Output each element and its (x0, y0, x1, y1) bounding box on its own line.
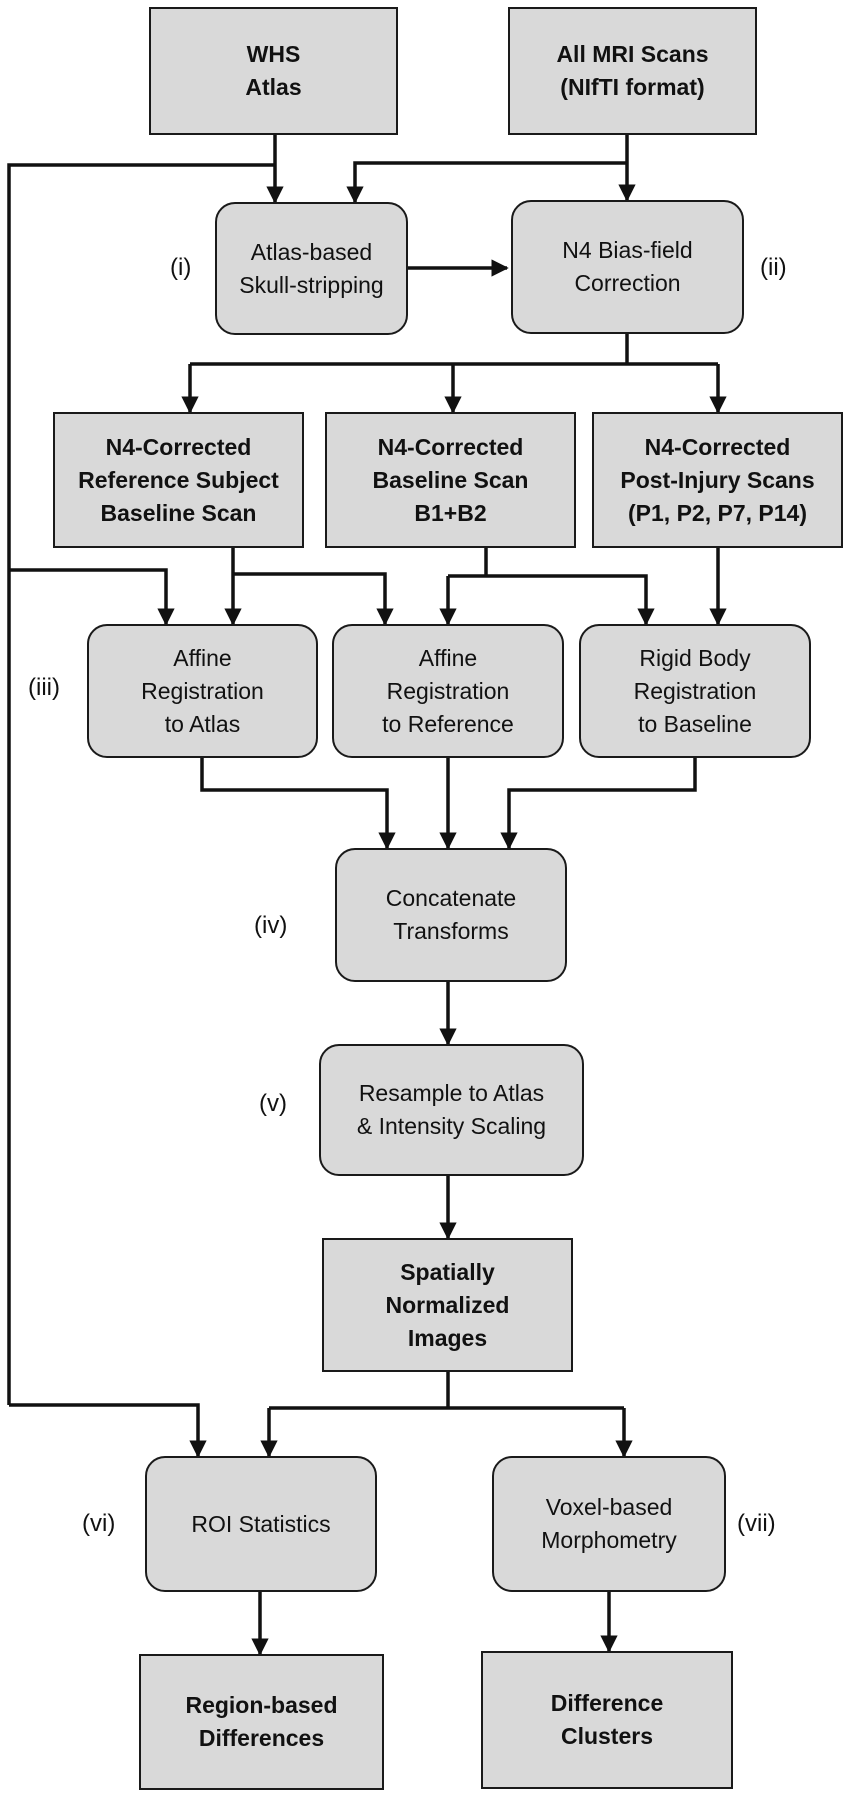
difference-clusters-box: Difference Clusters (481, 1651, 733, 1789)
edge-rail-to-affine-atlas (9, 568, 175, 626)
n4-baseline-box: N4-Corrected Baseline Scan B1+B2 (325, 412, 576, 548)
normalized-images-box: Spatially Normalized Images (322, 1238, 573, 1372)
affine-atlas-box: Affine Registration to Atlas (87, 624, 318, 758)
resample-box: Resample to Atlas & Intensity Scaling (319, 1044, 584, 1176)
step-label-vii: (vii) (737, 1510, 776, 1537)
step-label-i: (i) (170, 254, 192, 281)
n4-post-injury-box: N4-Corrected Post-Injury Scans (P1, P2, … (592, 412, 843, 548)
step-label-iv: (iv) (254, 912, 288, 939)
step-label-vi: (vi) (82, 1510, 116, 1537)
roi-statistics-box: ROI Statistics (145, 1456, 377, 1592)
step-label-ii: (ii) (760, 254, 787, 281)
affine-reference-box: Affine Registration to Reference (332, 624, 564, 758)
edge-rigid-to-concat (500, 758, 697, 850)
concatenate-box: Concatenate Transforms (335, 848, 567, 982)
n4-bias-correction-box: N4 Bias-field Correction (511, 200, 744, 334)
step-label-v: (v) (259, 1090, 287, 1117)
edge-atlas-left-rail (7, 163, 275, 1405)
region-differences-box: Region-based Differences (139, 1654, 384, 1790)
edge-baseline-to-rigid (448, 574, 655, 626)
skull-stripping-box: Atlas-based Skull-stripping (215, 202, 408, 335)
edge-ref-to-affine-ref (233, 572, 394, 626)
vbm-box: Voxel-based Morphometry (492, 1456, 726, 1592)
edge-affine-atlas-to-concat (200, 758, 396, 850)
whs-atlas-box: WHS Atlas (149, 7, 398, 135)
rigid-body-box: Rigid Body Registration to Baseline (579, 624, 811, 758)
step-label-iii: (iii) (28, 674, 60, 701)
edge-rail-to-roi (9, 1403, 207, 1458)
edge-mri-to-skullstrip (346, 161, 627, 204)
all-mri-scans-box: All MRI Scans (NIfTI format) (508, 7, 757, 135)
n4-reference-box: N4-Corrected Reference Subject Baseline … (53, 412, 304, 548)
